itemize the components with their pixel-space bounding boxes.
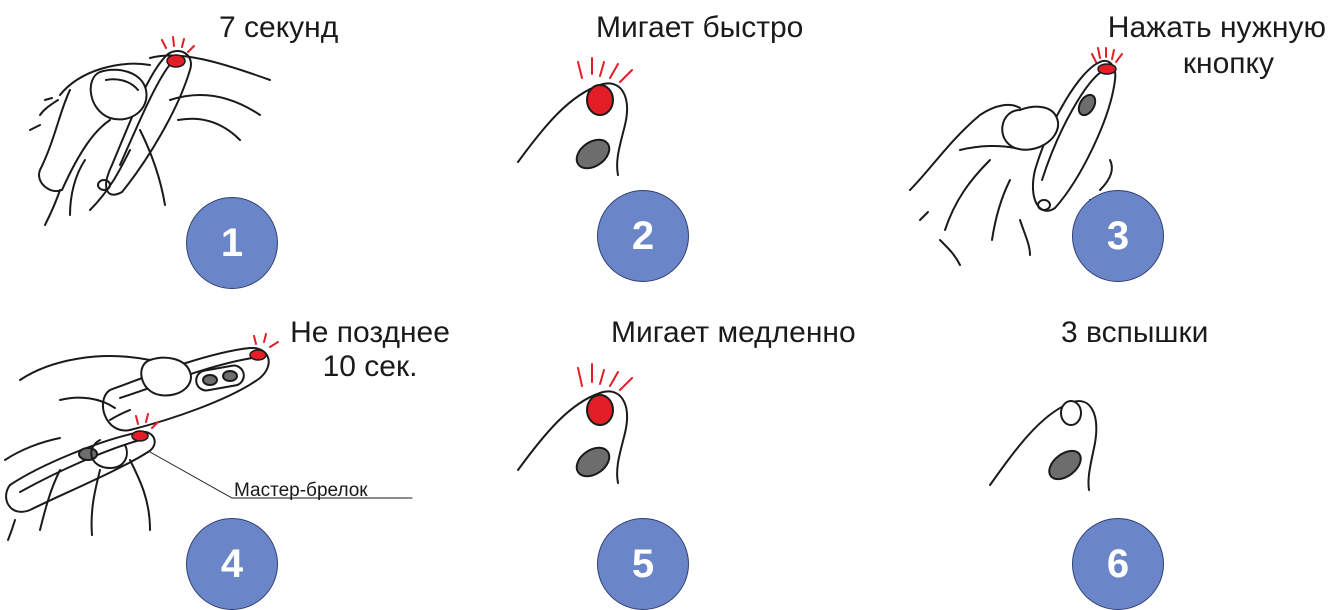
step-4-caption-line1: Не позднее (290, 316, 450, 349)
fingertip-icon (989, 400, 1098, 491)
fingertip-with-led-icon (517, 57, 633, 176)
hand-holding-keyfob-icon (29, 36, 271, 226)
two-keyfobs-icon (4, 333, 413, 541)
step-1-caption: 7 секунд (219, 11, 339, 44)
hand-pressing-keyfob-icon (909, 47, 1123, 266)
step-6-caption: 3 вспышки (1061, 316, 1209, 349)
step-4-caption-line2: 10 сек. (322, 350, 418, 383)
step-2-number-badge: 2 (597, 190, 689, 282)
step-3-caption-line1: Нажать нужную (1107, 11, 1326, 44)
step-5-number-badge: 5 (597, 518, 689, 610)
fingertip-with-led-icon (517, 363, 633, 484)
master-keyfob-label: Мастер-брелок (234, 480, 368, 501)
step-6-number-badge: 6 (1072, 518, 1164, 610)
step-2-caption: Мигает быстро (596, 11, 804, 44)
step-1-number-badge: 1 (186, 197, 278, 289)
step-3-caption-line2: кнопку (1182, 47, 1274, 80)
step-4-number-badge: 4 (186, 518, 278, 610)
step-3-number-badge: 3 (1072, 190, 1164, 282)
step-5-caption: Мигает медленно (611, 316, 856, 349)
